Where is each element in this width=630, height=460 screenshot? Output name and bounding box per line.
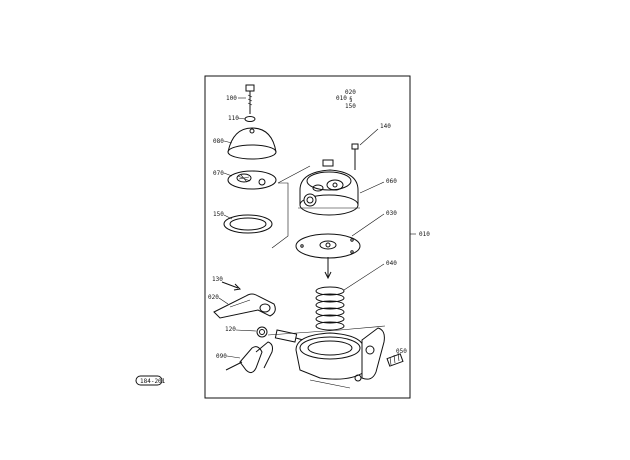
label-050: 050	[396, 348, 407, 355]
part-bolt	[245, 84, 255, 114]
legend-010: 010	[336, 95, 347, 102]
part-rocker-arm	[213, 293, 276, 319]
legend-150: 150	[345, 103, 356, 110]
label-080: 080	[213, 138, 224, 145]
label-070: 070	[213, 170, 224, 177]
part-screw	[351, 143, 359, 170]
part-ring	[256, 326, 268, 338]
label-120: 120	[225, 326, 236, 333]
assembly-frame	[204, 75, 411, 399]
legend-group: 020 010 § 150	[336, 89, 356, 110]
part-dome-cover	[227, 127, 277, 160]
part-diaphragm	[295, 233, 361, 259]
legend-separator: §	[349, 96, 353, 103]
label-030: 030	[386, 210, 397, 217]
label-090: 090	[216, 353, 227, 360]
part-spring	[315, 286, 345, 331]
part-fitting	[386, 352, 404, 367]
reference-stamp: 184-201	[135, 375, 166, 386]
label-040: 040	[386, 260, 397, 267]
part-washer	[244, 116, 256, 122]
part-return-spring	[225, 341, 273, 374]
label-110: 110	[228, 115, 239, 122]
label-020: 020	[208, 294, 219, 301]
part-lower-body	[295, 327, 385, 389]
label-150: 150	[213, 211, 224, 218]
label-130: 130	[212, 276, 223, 283]
legend-020: 020	[345, 89, 356, 96]
label-100: 100	[226, 95, 237, 102]
label-010: 010	[419, 231, 430, 238]
stamp-text: 184-201	[140, 378, 166, 385]
label-060: 060	[386, 178, 397, 185]
part-pin	[221, 281, 242, 291]
label-140: 140	[380, 123, 391, 130]
part-upper-housing	[298, 159, 360, 216]
part-filter-screen	[227, 170, 277, 190]
part-gasket-ring	[223, 214, 273, 234]
